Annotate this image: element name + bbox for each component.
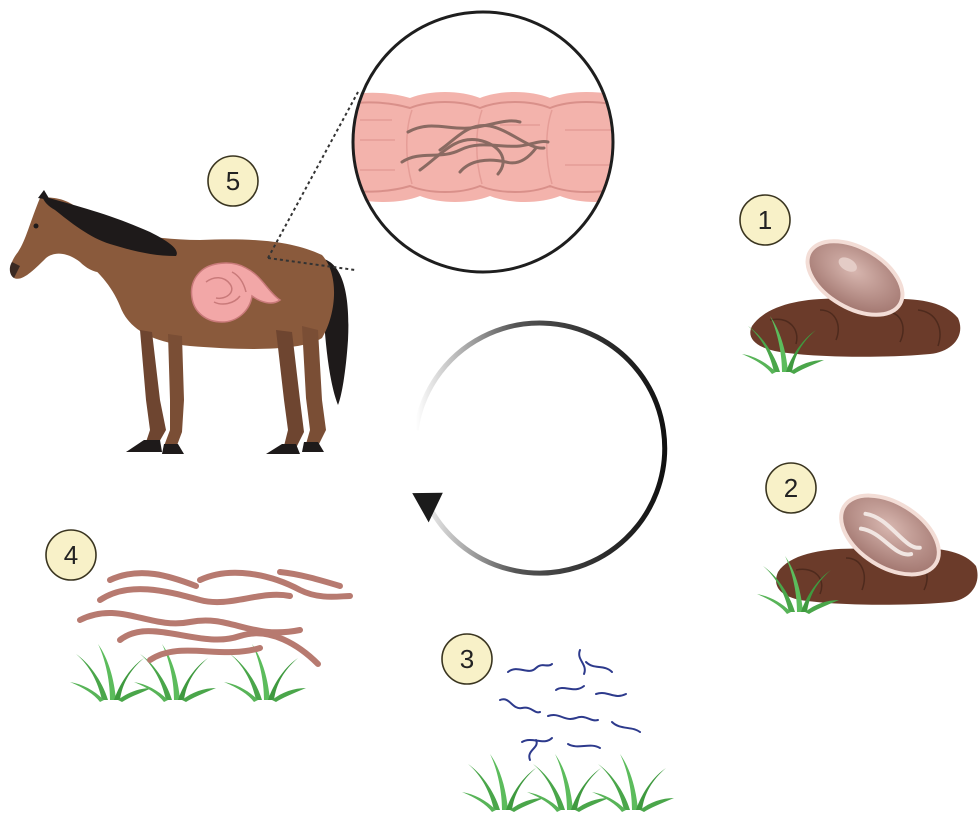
egg-on-feces-icon (742, 226, 960, 374)
step-number-3: 3 (460, 644, 474, 674)
step-badge-3: 3 (442, 634, 492, 684)
step-number-5: 5 (226, 166, 240, 196)
cycle-arrow-icon (412, 323, 664, 573)
step-badge-4: 4 (46, 530, 96, 580)
horse-icon (10, 190, 349, 454)
worms-on-grass-icon (70, 572, 350, 702)
intestine-magnifier-icon (340, 12, 630, 272)
step-badge-5: 5 (208, 156, 258, 206)
larvae-on-grass-icon (462, 650, 674, 812)
step-badge-2: 2 (766, 463, 816, 513)
step-number-2: 2 (784, 473, 798, 503)
step-badge-1: 1 (740, 195, 790, 245)
step-number-1: 1 (758, 205, 772, 235)
step-number-4: 4 (64, 540, 78, 570)
